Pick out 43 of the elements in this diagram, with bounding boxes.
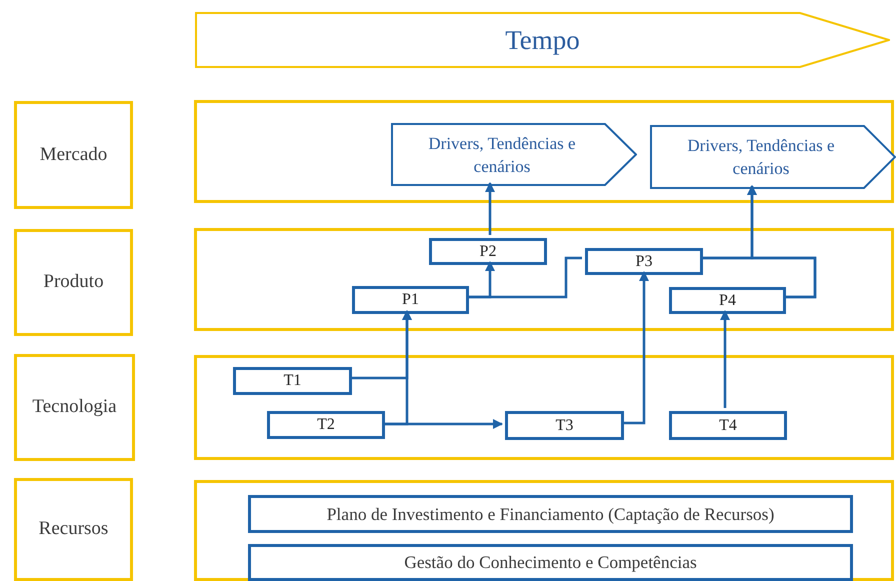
item-label: P2 [480, 242, 496, 262]
item-box [429, 238, 547, 265]
connector-arrow [382, 419, 503, 429]
connector-arrow [485, 182, 495, 235]
row-label-box [14, 478, 133, 581]
resource-label: Gestão do Conhecimento e Competências [404, 551, 697, 574]
item-label: P1 [402, 290, 419, 310]
timeline-title: Tempo [505, 24, 580, 57]
item-box [669, 287, 786, 314]
resource-box [248, 495, 853, 533]
connector-arrow [720, 310, 730, 408]
item-box [233, 367, 352, 395]
item-label: T1 [284, 371, 302, 391]
row-band [194, 100, 894, 203]
chevron-box [391, 123, 637, 186]
item-label: P4 [719, 290, 736, 310]
connector-arrow [621, 271, 649, 424]
item-box [669, 411, 787, 440]
item-label: T4 [719, 416, 737, 436]
row-band [194, 228, 894, 331]
item-box [585, 248, 703, 275]
connector-arrow [747, 185, 816, 298]
row-label: Recursos [38, 517, 108, 542]
item-label: T3 [556, 416, 574, 436]
item-label: T2 [317, 415, 335, 435]
timeline-chevron [195, 12, 890, 68]
row-label: Produto [43, 270, 104, 294]
resource-box [248, 544, 853, 581]
chevron-text: Drivers, Tendências e cenários [427, 132, 577, 178]
item-box [267, 411, 385, 439]
row-label-box [14, 101, 133, 209]
row-label: Tecnologia [32, 395, 117, 420]
item-label: P3 [636, 252, 652, 272]
item-box [352, 286, 469, 314]
row-band [194, 355, 894, 460]
chevron-box [650, 125, 896, 189]
row-band [194, 480, 894, 581]
row-label-box [14, 229, 133, 336]
row-label-box [14, 354, 135, 461]
resource-label: Plano de Investimento e Financiamento (Captação de Recursos) [326, 502, 774, 526]
chevron-text: Drivers, Tendências e cenários [686, 135, 836, 180]
row-label: Mercado [40, 142, 108, 167]
item-box [505, 411, 624, 440]
